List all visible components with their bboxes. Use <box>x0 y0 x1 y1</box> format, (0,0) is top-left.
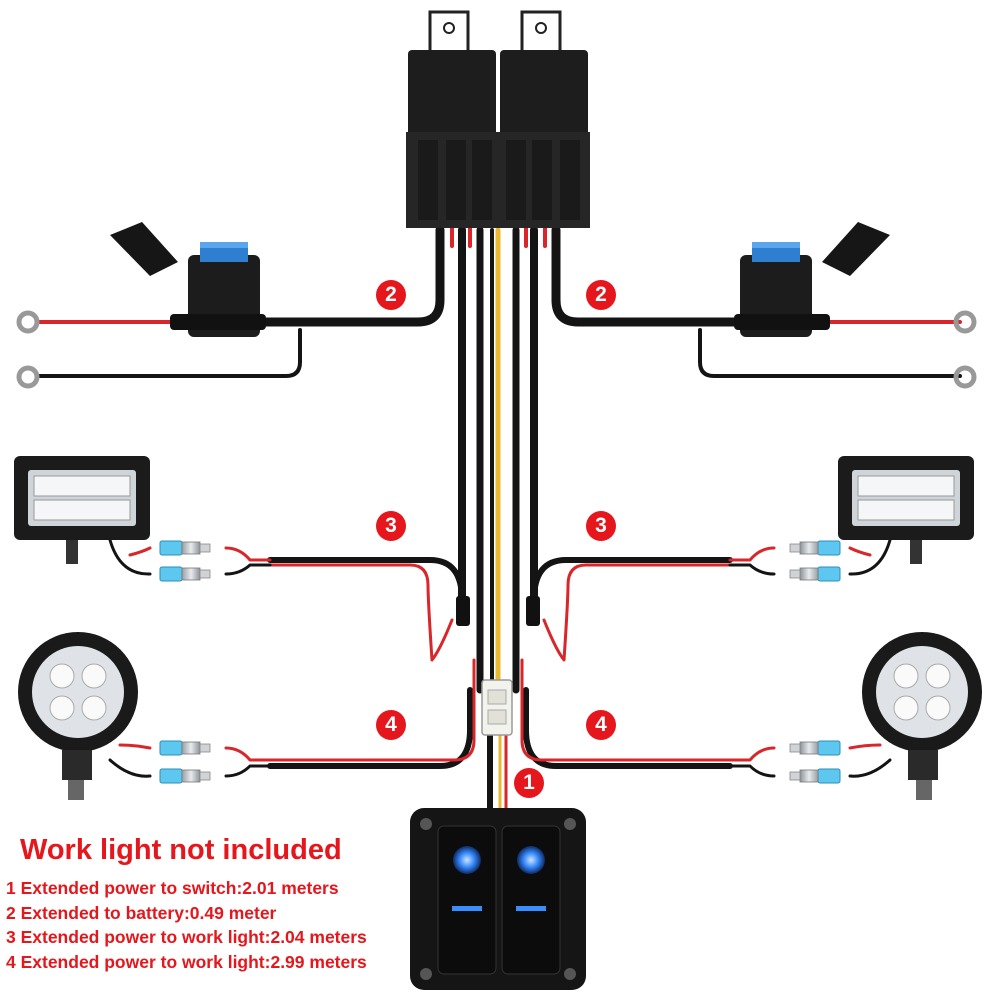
fuse-holder-icon <box>110 222 266 337</box>
inline-fuse-icon <box>456 596 540 626</box>
legend-item: 2 Extended to battery:0.49 meter <box>6 902 277 923</box>
legend-item: 4 Extended power to work light:2.99 mete… <box>6 951 367 972</box>
notice-title: Work light not included <box>20 834 342 866</box>
callout-light-upper-left: 3 <box>376 511 406 541</box>
rocker-switch-panel-icon <box>410 808 586 990</box>
legend-item: 3 Extended power to work light:2.04 mete… <box>6 927 367 947</box>
relay-icon <box>406 10 498 228</box>
round-work-light-icon <box>862 632 982 800</box>
relay-icon <box>498 10 590 228</box>
light-bar-icon <box>14 456 150 564</box>
callout-switch: 1 <box>514 768 544 798</box>
callout-battery-left: 2 <box>376 280 406 310</box>
ring-terminal-icon <box>16 310 977 389</box>
legend-item: 1 Extended power to switch:2.01 meters <box>6 878 339 898</box>
callout-light-lower-right: 4 <box>586 710 616 740</box>
light-bar-icon <box>838 456 974 564</box>
length-legend: 1 Extended power to switch:2.01 meters 2… <box>6 876 367 974</box>
fuse-holder-icon <box>734 222 890 337</box>
callout-light-upper-right: 3 <box>586 511 616 541</box>
junction-connector-icon <box>481 679 513 736</box>
callout-battery-right: 2 <box>586 280 616 310</box>
callout-light-lower-left: 4 <box>376 710 406 740</box>
wiring <box>38 220 962 815</box>
round-work-light-icon <box>18 632 138 800</box>
